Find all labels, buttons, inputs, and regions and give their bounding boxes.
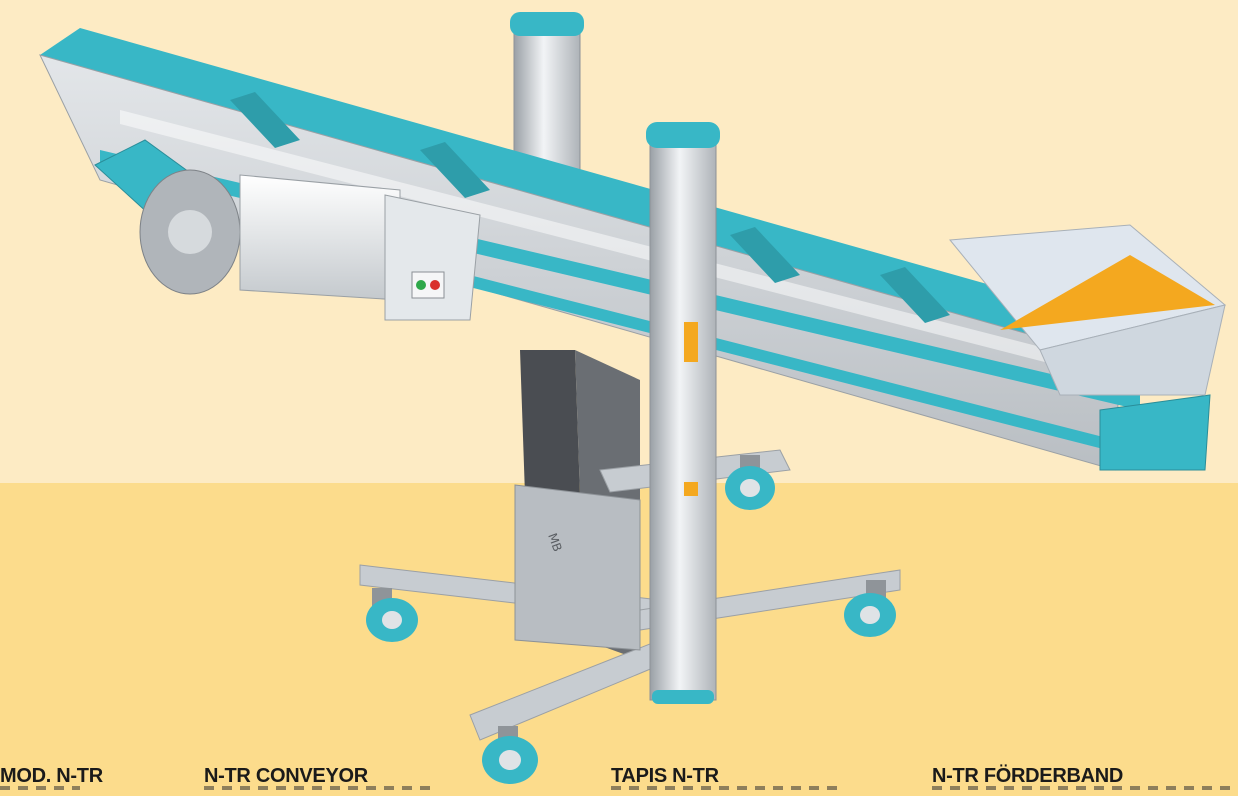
cutoff-text-line — [0, 786, 80, 790]
hopper — [949, 224, 1227, 396]
caption-german: N-TR FÖRDERBAND — [932, 765, 1124, 787]
caption-italian: MOD. N-TR — [0, 765, 103, 787]
caption-french: TAPIS N-TR — [611, 765, 719, 787]
caption-english: N-TR CONVEYOR — [204, 765, 368, 787]
cutoff-text-line — [932, 786, 1232, 790]
cutoff-text-line — [611, 786, 841, 790]
caster-wheels — [366, 455, 896, 784]
motor-assembly — [139, 169, 481, 321]
conveyor-belt — [39, 28, 1211, 471]
cutoff-text-line — [204, 786, 434, 790]
front-post — [646, 122, 720, 704]
svg-text:MB: MB — [545, 531, 565, 553]
